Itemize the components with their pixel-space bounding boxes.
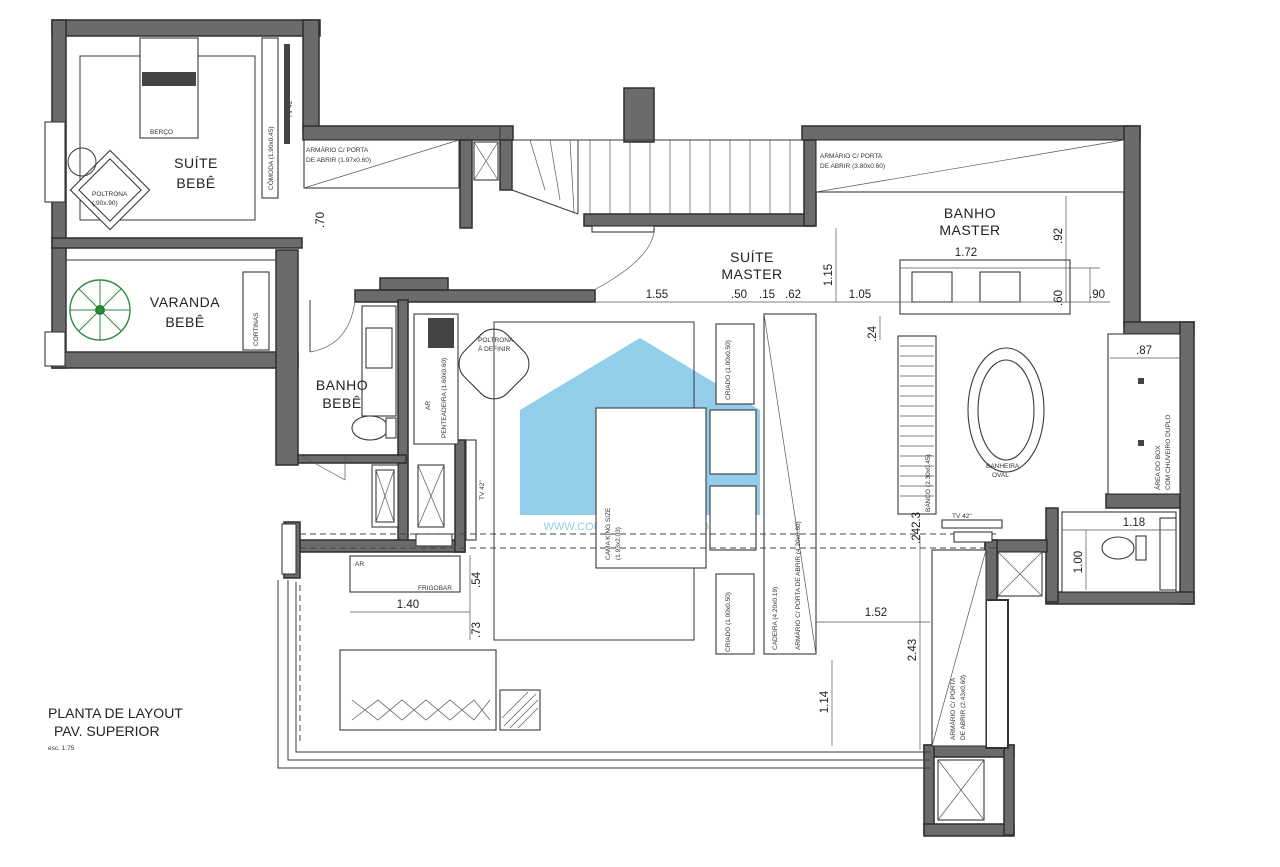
shower-area — [1107, 333, 1181, 495]
suite-master: AR PENTEADEIRA (1.60x0.60) POLTRONA À DE… — [300, 231, 1000, 747]
svg-text:(1.93x2.03): (1.93x2.03) — [615, 527, 622, 560]
svg-text:.90: .90 — [1089, 289, 1105, 301]
svg-text:MASTER: MASTER — [721, 266, 782, 282]
svg-text:1.55: 1.55 — [646, 289, 668, 301]
svg-text:CRIADO (1.00x0.50): CRIADO (1.00x0.50) — [725, 592, 732, 652]
svg-text:ARMÁRIO C/ PORTA DE ABRIR (4.2: ARMÁRIO C/ PORTA DE ABRIR (4.20x0.60) — [793, 521, 802, 650]
svg-text:1.00: 1.00 — [1073, 551, 1085, 573]
crib — [139, 37, 199, 139]
svg-text:.70: .70 — [315, 212, 327, 228]
svg-text:DE ABRIR (3.80x0.60): DE ABRIR (3.80x0.60) — [820, 163, 885, 170]
king-bed — [595, 407, 707, 569]
svg-text:MASTER: MASTER — [939, 222, 1000, 238]
room-name-varanda-bebe: VARANDA — [150, 294, 220, 310]
svg-text:DE ABRIR (2.43x0.60): DE ABRIR (2.43x0.60) — [960, 675, 967, 740]
svg-text:POLTRONA: POLTRONA — [478, 337, 514, 344]
svg-text:(.90x.90): (.90x.90) — [92, 200, 118, 207]
svg-text:ARMÁRIO C/ PORTA: ARMÁRIO C/ PORTA — [948, 677, 957, 740]
varanda-bebe: CORTINAS VARANDA BEBÊ — [65, 259, 277, 353]
room-name-banho-bebe: BANHO — [316, 377, 368, 393]
svg-text:1.14: 1.14 — [819, 690, 831, 713]
svg-text:CAMA KING SIZE: CAMA KING SIZE — [605, 507, 612, 560]
bench-planter — [339, 649, 497, 731]
svg-text:FRIGOBAR: FRIGOBAR — [418, 585, 452, 592]
svg-text:BEBÊ: BEBÊ — [165, 314, 204, 330]
svg-text:.24: .24 — [867, 325, 879, 342]
banho-master: BANCO (2.30x0.45) BANHEIRA OVAL ÁREA DO … — [897, 205, 1181, 821]
svg-text:.54: .54 — [471, 571, 483, 588]
svg-text:.50: .50 — [731, 289, 747, 301]
wardrobe-1: ARMÁRIO C/ PORTA DE ABRIR (1.97x0.60) — [303, 139, 499, 189]
svg-text:ÁREA DO BOX: ÁREA DO BOX — [1153, 445, 1162, 490]
plan-title: PLANTA DE LAYOUT — [48, 705, 183, 721]
dresser — [261, 37, 279, 199]
banho-bebe: BANHO BEBÊ — [299, 299, 445, 528]
svg-text:TV 42": TV 42" — [479, 480, 486, 500]
toilet-master — [1101, 536, 1135, 560]
svg-text:.15: .15 — [759, 289, 775, 301]
svg-text:ARMÁRIO C/ PORTA: ARMÁRIO C/ PORTA — [820, 151, 883, 160]
svg-text:AR: AR — [425, 401, 432, 410]
svg-text:ARMÁRIO C/ PORTA: ARMÁRIO C/ PORTA — [306, 145, 369, 154]
dimension-labels: 1.15 1.55 .50 .15 .62 1.05 1.72 .92 .60 … — [397, 228, 1152, 713]
wardrobe-2: ARMÁRIO C/ PORTA DE ABRIR (3.80x0.60) — [815, 139, 1125, 193]
svg-text:COM CHUVEIRO DUPLO: COM CHUVEIRO DUPLO — [1165, 415, 1172, 490]
armchair — [69, 149, 151, 231]
svg-text:CRIADO (1.00x0.50): CRIADO (1.00x0.50) — [725, 340, 732, 400]
svg-text:OVAL: OVAL — [992, 472, 1009, 479]
title-block: PLANTA DE LAYOUT PAV. SUPERIOR esc. 1:75 — [48, 705, 183, 752]
svg-text:BANCO (2.30x0.45): BANCO (2.30x0.45) — [925, 454, 932, 512]
plan-subtitle: PAV. SUPERIOR — [54, 723, 160, 739]
svg-text:1.40: 1.40 — [397, 599, 419, 611]
svg-text:TV 42": TV 42" — [952, 513, 972, 520]
svg-text:BANHEIRA: BANHEIRA — [986, 463, 1020, 470]
svg-text:BEBÊ: BEBÊ — [322, 395, 361, 411]
svg-text:AR: AR — [355, 561, 364, 568]
svg-text:2.43: 2.43 — [907, 639, 919, 661]
svg-text:.73: .73 — [471, 622, 483, 638]
svg-text:TV 42": TV 42" — [287, 98, 294, 118]
staircase — [511, 139, 804, 233]
svg-text:1.72: 1.72 — [955, 247, 977, 259]
dimension-lines — [350, 196, 1180, 750]
svg-text:BEBÊ: BEBÊ — [176, 175, 215, 191]
svg-text:CÔMODA (1.90x0.45): CÔMODA (1.90x0.45) — [266, 126, 275, 190]
svg-text:CORTINAS: CORTINAS — [253, 312, 260, 346]
svg-text:CADEIRA (4.20x0.19): CADEIRA (4.20x0.19) — [772, 587, 779, 650]
svg-text:PENTEADEIRA (1.60x0.60): PENTEADEIRA (1.60x0.60) — [441, 358, 448, 438]
svg-text:.92: .92 — [1053, 228, 1065, 244]
plan-scale: esc. 1:75 — [48, 745, 75, 752]
svg-text:.24: .24 — [911, 527, 923, 544]
svg-text:1.15: 1.15 — [823, 264, 835, 286]
crib-label: BERÇO — [150, 129, 173, 136]
svg-text:1.18: 1.18 — [1123, 517, 1145, 529]
svg-text:DE ABRIR (1.97x0.60): DE ABRIR (1.97x0.60) — [306, 157, 371, 164]
svg-text:2.3: 2.3 — [911, 512, 923, 528]
room-name-suite-bebe: SUÍTE — [174, 155, 218, 171]
svg-text:POLTRONA: POLTRONA — [92, 191, 128, 198]
svg-text:1.52: 1.52 — [865, 607, 887, 619]
svg-text:.87: .87 — [1136, 345, 1152, 357]
room-name-banho-master: BANHO — [944, 205, 996, 221]
suite-bebe: BERÇO CÔMODA (1.90x0.45) TV 42" POLTRONA… — [67, 37, 327, 231]
svg-text:.62: .62 — [785, 289, 801, 301]
room-name-suite-master: SUÍTE — [730, 249, 774, 265]
window-lines — [44, 121, 930, 769]
svg-text:.60: .60 — [1053, 290, 1065, 306]
svg-text:1.05: 1.05 — [849, 289, 871, 301]
toilet — [351, 415, 389, 441]
